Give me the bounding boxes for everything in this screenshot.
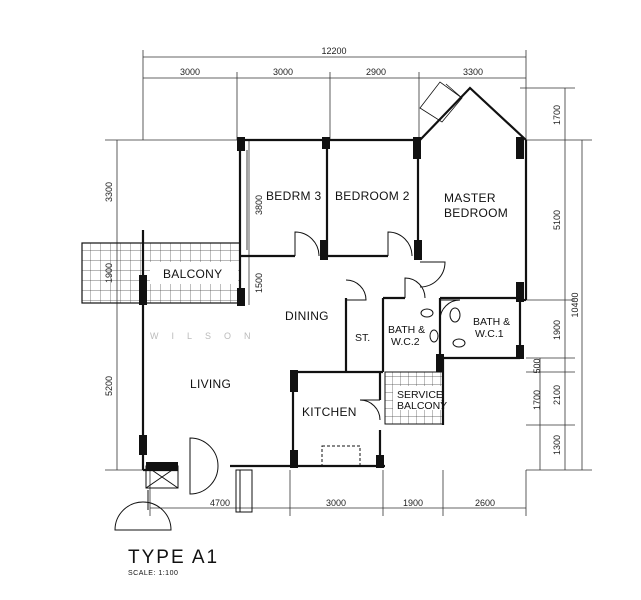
fixtures	[145, 81, 466, 513]
room-dining: DINING	[285, 309, 329, 323]
room-living: LIVING	[190, 377, 231, 391]
doors	[114, 231, 461, 531]
right-dimensions	[520, 87, 592, 471]
dim-right-3: 1900	[552, 320, 562, 340]
dim-right-5: 1700	[532, 390, 542, 410]
dim-left-3: 5200	[104, 376, 114, 396]
left-dimensions	[105, 139, 250, 471]
room-bath2-1: BATH &	[388, 324, 425, 336]
plan-title: TYPE A1	[128, 547, 219, 568]
dim-top-4: 3300	[463, 67, 483, 77]
dim-right-4: 500	[532, 358, 542, 373]
dim-top-3: 2900	[366, 67, 386, 77]
room-master-2: BEDROOM	[444, 206, 508, 220]
walls	[141, 86, 528, 472]
dim-left-1: 3300	[104, 182, 114, 202]
wall-piers	[139, 137, 524, 470]
watermark: WILSON	[150, 331, 264, 341]
room-store: ST.	[355, 332, 370, 344]
room-kitchen: KITCHEN	[302, 405, 357, 419]
dim-right-6: 2100	[552, 385, 562, 405]
dim-right-7: 1300	[552, 435, 562, 455]
room-master-1: MASTER	[444, 191, 496, 205]
dim-right-1: 1700	[552, 105, 562, 125]
dim-top-2: 3000	[273, 67, 293, 77]
plan-scale: SCALE: 1:100	[128, 570, 178, 577]
room-bedroom3: BEDRM 3	[266, 189, 321, 203]
dim-inner-2: 1500	[254, 273, 264, 293]
dim-right-2: 5100	[552, 210, 562, 230]
dim-bottom-2: 3000	[326, 498, 346, 508]
top-dimensions	[142, 50, 527, 140]
dim-bottom-3: 1900	[403, 498, 423, 508]
room-balcony: BALCONY	[163, 267, 222, 281]
room-bath2-2: W.C.2	[391, 336, 420, 348]
dim-bottom-4: 2600	[475, 498, 495, 508]
dim-right-total: 10400	[570, 292, 580, 317]
dim-inner-1: 3800	[254, 195, 264, 215]
room-service-2: BALCONY	[397, 400, 447, 412]
bottom-dimensions	[149, 470, 527, 516]
dim-bottom-1: 4700	[210, 498, 230, 508]
room-bedroom2: BEDROOM 2	[335, 189, 410, 203]
service-label-bg	[393, 386, 441, 410]
balcony-label-bg	[150, 262, 238, 284]
dim-top-1: 3000	[180, 67, 200, 77]
room-service-1: SERVICE	[397, 389, 443, 401]
room-bath1-2: W.C.1	[475, 328, 504, 340]
dim-top-total: 12200	[321, 46, 346, 56]
room-bath1-1: BATH &	[473, 316, 510, 328]
